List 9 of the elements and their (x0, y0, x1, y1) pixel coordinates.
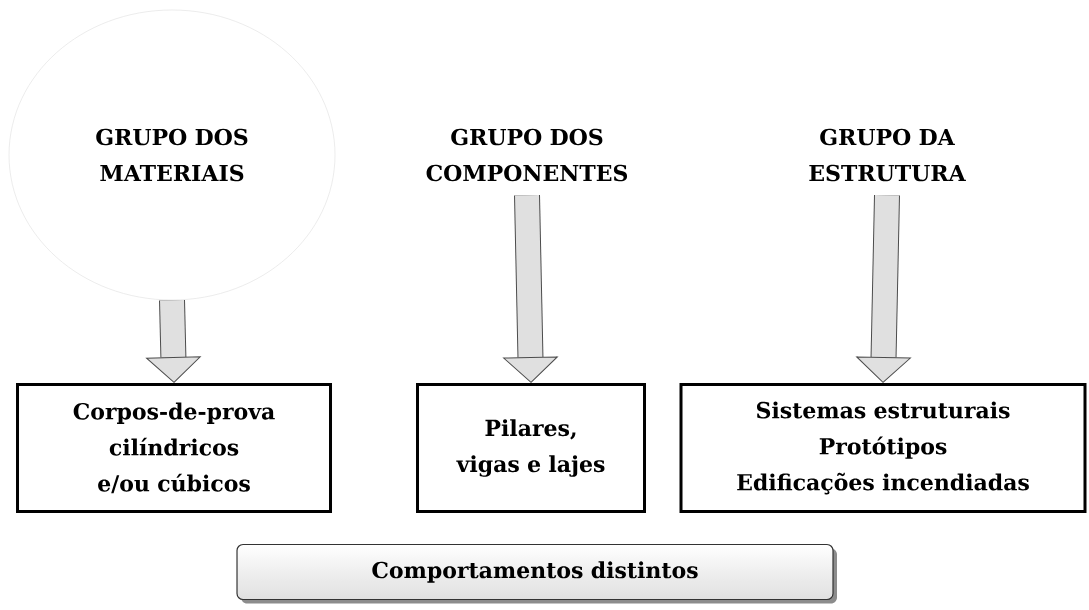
group-heading: GRUPO DA ESTRUTURA (809, 128, 966, 182)
block-arrow (856, 194, 911, 383)
group-heading: GRUPO DOS COMPONENTES (426, 128, 628, 182)
result-box: Comportamentos distintos (236, 543, 837, 604)
block-arrow (146, 299, 201, 383)
element-box: Pilares, vigas e lajes (416, 383, 646, 513)
structure-box: Sistemas estruturais Protótipos Edificações incendiadas (679, 383, 1087, 513)
sample-box: Corpos-de-prova cilíndricos e/ou cúbicos (16, 383, 332, 513)
block-arrow (503, 194, 558, 383)
